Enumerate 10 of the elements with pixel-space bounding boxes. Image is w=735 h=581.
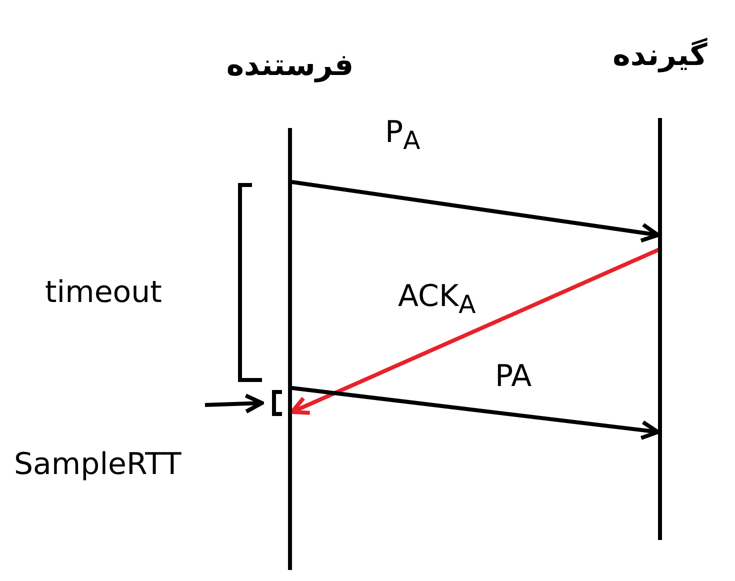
message-arrow [290,248,660,415]
message-arrow [290,386,660,440]
participant-label: گیرنده [612,38,708,73]
edge-label: PA [495,362,532,392]
edge-label: ACK$_{A}$ [398,282,476,317]
annotation-label: timeout [45,278,162,308]
annotation-label: SampleRTT [14,450,182,480]
participant-label: فرستنده [225,48,355,83]
message-arrow [290,180,660,243]
edge-label: P$_{A}$ [385,118,420,153]
